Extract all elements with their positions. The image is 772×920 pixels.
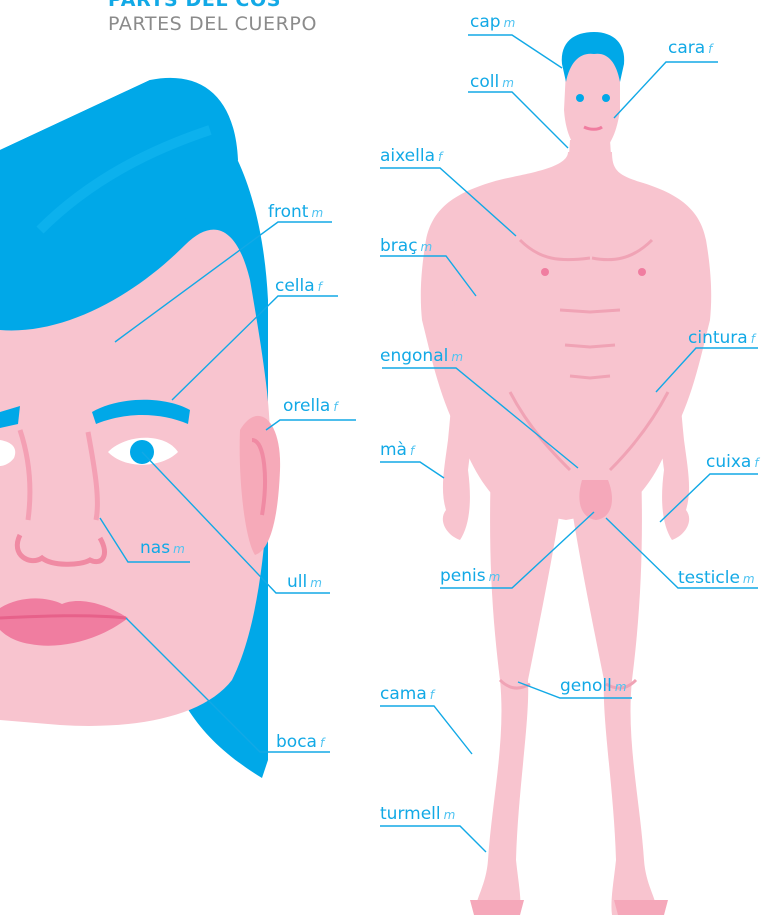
- gender-marker: m: [502, 76, 514, 90]
- gender-marker: f: [438, 150, 442, 164]
- gender-marker: m: [444, 808, 456, 822]
- gender-marker: f: [410, 444, 414, 458]
- gender-marker: f: [708, 42, 712, 56]
- title-catalan: PARTS DEL COS: [108, 0, 281, 10]
- gender-marker: m: [615, 680, 627, 694]
- gender-marker: m: [504, 16, 516, 30]
- gender-marker: m: [310, 576, 322, 590]
- gender-marker: f: [333, 400, 337, 414]
- gender-marker: m: [173, 542, 185, 556]
- body-illustration: [421, 32, 711, 915]
- gender-marker: f: [751, 332, 755, 346]
- gender-marker: m: [451, 350, 463, 364]
- title-spanish: PARTES DEL CUERPO: [108, 14, 317, 34]
- gender-marker: m: [421, 240, 433, 254]
- gender-marker: f: [430, 688, 434, 702]
- gender-marker: f: [318, 280, 322, 294]
- gender-marker: f: [320, 736, 324, 750]
- gender-marker: m: [311, 206, 323, 220]
- gender-marker: m: [743, 572, 755, 586]
- gender-marker: m: [489, 570, 501, 584]
- face-illustration: [0, 78, 280, 778]
- gender-marker: f: [754, 456, 758, 470]
